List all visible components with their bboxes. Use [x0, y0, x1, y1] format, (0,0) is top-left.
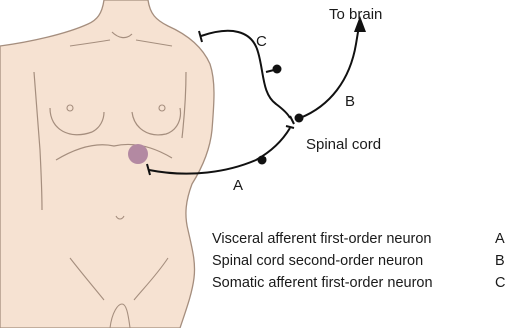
legend-key: C: [495, 275, 505, 291]
to-brain-label: To brain: [329, 6, 382, 23]
torso-illustration: [0, 0, 214, 328]
neuron-a-cell-body: [258, 156, 267, 165]
neuron-c-label: C: [256, 33, 267, 50]
legend-text: Visceral afferent first-order neuron: [212, 231, 432, 247]
torso-body: [0, 0, 214, 328]
neuron-b-label: B: [345, 93, 355, 110]
legend-key: B: [495, 253, 505, 269]
pain-site-marker: [128, 144, 148, 164]
neuron-c-cell-body: [273, 65, 282, 74]
legend-row-b: Spinal cord second-order neuron B: [212, 253, 512, 275]
legend-row-c: Somatic afferent first-order neuron C: [212, 275, 512, 297]
neuron-b-cell-body: [295, 114, 304, 123]
neuron-b-spinal-second-order: [300, 16, 366, 118]
legend-key: A: [495, 231, 505, 247]
spinal-cord-label: Spinal cord: [306, 136, 381, 153]
legend-text: Spinal cord second-order neuron: [212, 253, 423, 269]
legend-text: Somatic afferent first-order neuron: [212, 275, 433, 291]
legend-row-a: Visceral afferent first-order neuron A: [212, 231, 512, 253]
neuron-a-label: A: [233, 177, 243, 194]
